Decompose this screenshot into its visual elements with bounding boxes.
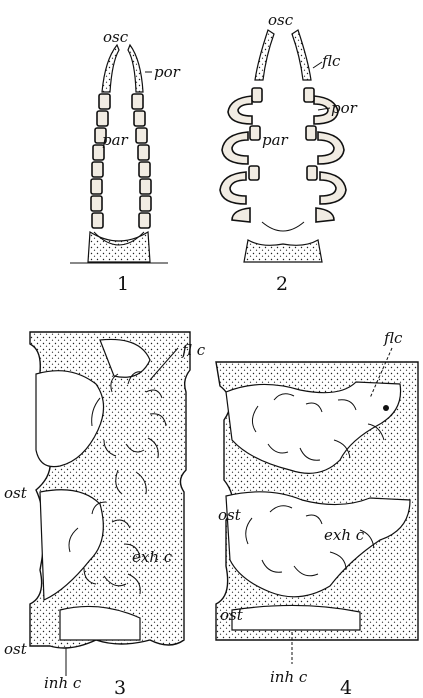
fig1-label-osc: osc (103, 28, 129, 46)
figure-1: osc por par 1 (70, 28, 181, 295)
figure-4: flc ost exh c ost inh c 4 (216, 329, 418, 698)
fig2-label-flc: flc (321, 52, 341, 70)
fig1-label-por: por (154, 63, 181, 81)
fig2-label-osc: osc (268, 11, 294, 29)
fig4-label-inhc: inh c (270, 668, 308, 686)
figure-2-number: 2 (276, 273, 288, 295)
fig2-left-chambers (220, 88, 262, 222)
fig4-label-ost-upper: ost (218, 506, 242, 524)
fig2-label-por: por (331, 99, 358, 117)
fig4-label-exhc: exh c (324, 526, 365, 544)
fig3-label-ost-upper: ost (4, 484, 28, 502)
fig1-label-par: par (102, 131, 129, 149)
fig2-label-par: par (262, 131, 289, 149)
fig3-label-inhc: inh c (44, 674, 82, 692)
fig4-label-flc: flc (383, 329, 403, 347)
figure-3: fl c ost exh c ost inh c 3 (4, 332, 206, 698)
fig4-label-ost-lower: ost (220, 606, 244, 624)
fig3-label-ost-lower: ost (4, 640, 28, 658)
fig3-label-flc: fl c (181, 341, 206, 359)
fig3-label-exhc: exh c (132, 548, 173, 566)
figure-2: osc flc por par 2 (220, 11, 358, 295)
fig1-base (88, 232, 150, 262)
figure-3-number: 3 (114, 677, 126, 698)
fig2-base (244, 240, 322, 262)
figure-1-number: 1 (117, 273, 129, 295)
figure-4-number: 4 (340, 677, 352, 698)
